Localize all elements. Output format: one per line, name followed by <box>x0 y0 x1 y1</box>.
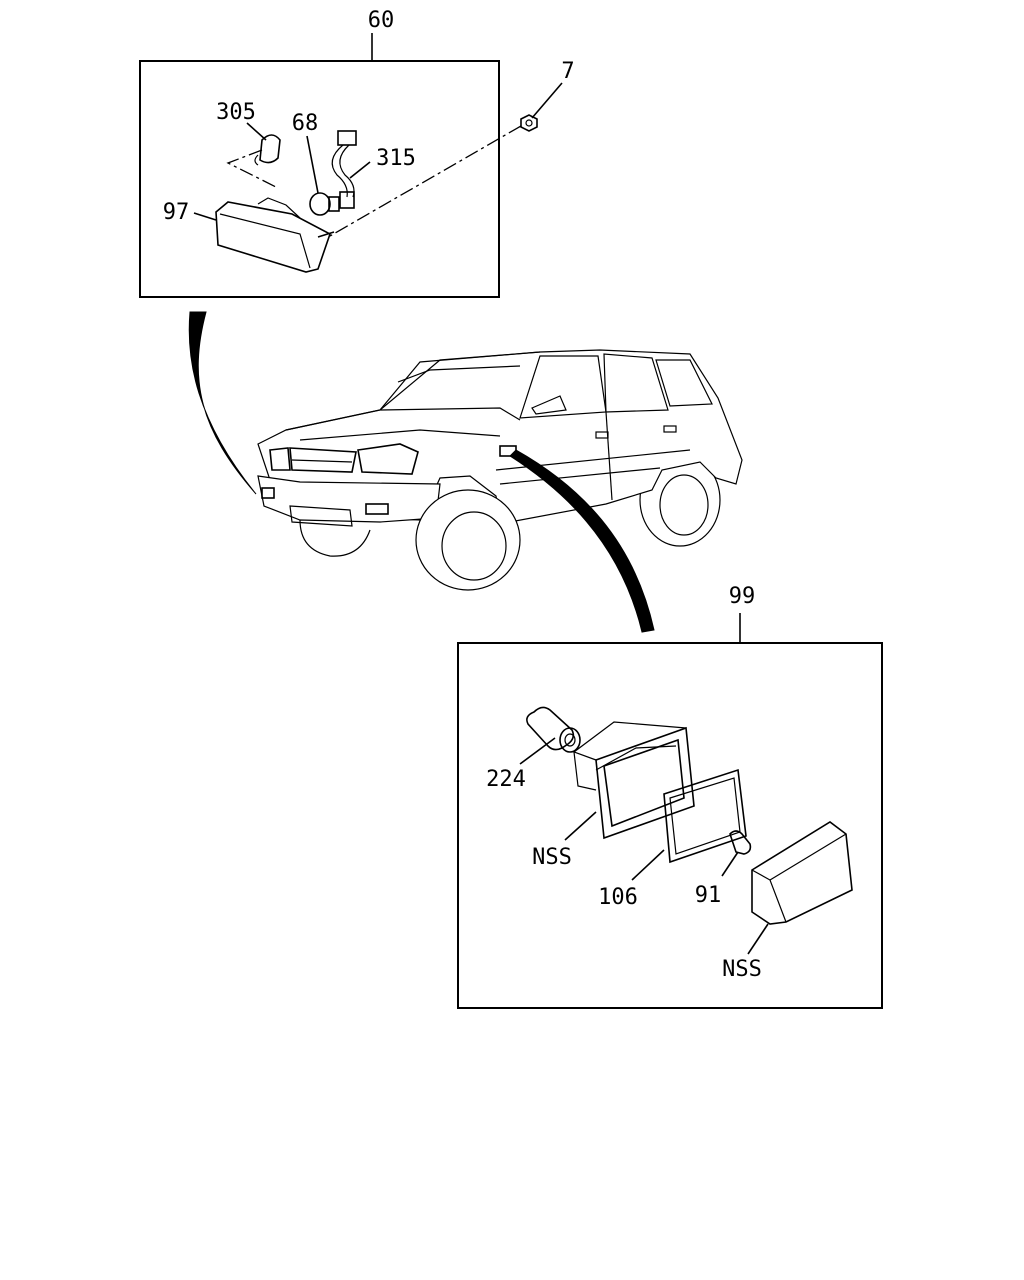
callout-68: 68 <box>292 111 319 136</box>
gasket-icon <box>663 768 747 864</box>
fog-lamp-frame <box>139 60 500 298</box>
nut-icon <box>520 114 538 132</box>
callout-7: 7 <box>561 59 574 84</box>
bulb-socket-icon <box>254 134 281 166</box>
callout-91: 91 <box>695 883 722 908</box>
callout-60: 60 <box>368 8 395 33</box>
callout-97: 97 <box>163 200 190 225</box>
fog-lamp-leader-arc <box>188 311 257 495</box>
callout-315: 315 <box>376 146 416 171</box>
side-bulb-icon <box>526 706 581 753</box>
vehicle-illustration <box>257 349 743 591</box>
fog-lamp-detail: 60 7 305 68 315 <box>139 8 575 298</box>
callout-nss-lens: NSS <box>722 957 762 982</box>
side-marker-frame <box>457 642 883 1009</box>
callout-99: 99 <box>729 584 756 609</box>
harness-icon <box>331 130 357 209</box>
side-marker-detail: 99 224 NSS 106 91 <box>457 584 883 1009</box>
callout-305: 305 <box>216 100 256 125</box>
marker-housing-icon <box>572 721 695 840</box>
marker-lens-icon <box>751 821 853 925</box>
callout-106: 106 <box>598 885 638 910</box>
side-marker-leader-arc <box>509 449 655 633</box>
marker-bulb-icon <box>729 830 752 855</box>
fog-lamp-icon <box>215 197 335 273</box>
callout-224: 224 <box>486 767 526 792</box>
bulb-icon <box>309 192 340 216</box>
callout-nss-housing: NSS <box>532 845 572 870</box>
